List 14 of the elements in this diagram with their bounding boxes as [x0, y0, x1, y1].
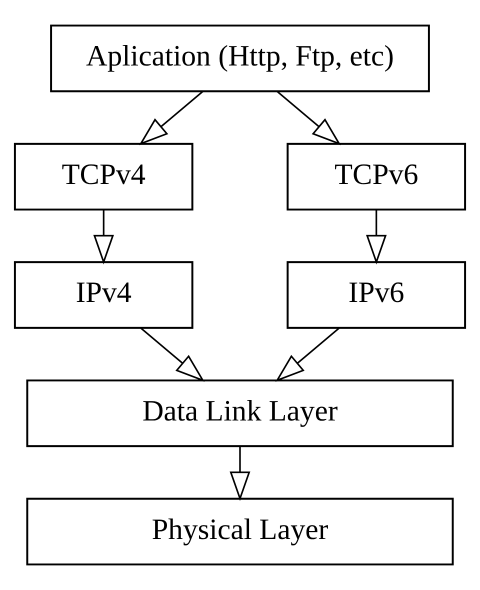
node-box: Physical Layer [26, 498, 454, 566]
node-box: TCPv6 [286, 142, 466, 211]
node-box: IPv6 [286, 261, 466, 329]
node-box: Aplication (Http, Ftp, etc) [50, 24, 430, 92]
arrow [140, 327, 205, 382]
arrow [230, 446, 250, 502]
node-box: IPv4 [14, 261, 194, 329]
arrow [138, 90, 204, 146]
arrow [276, 90, 342, 146]
arrow [93, 210, 114, 264]
node-box: Data Link Layer [26, 379, 454, 448]
arrow [366, 210, 387, 264]
arrow [275, 327, 340, 382]
node-box: TCPv4 [14, 142, 194, 211]
